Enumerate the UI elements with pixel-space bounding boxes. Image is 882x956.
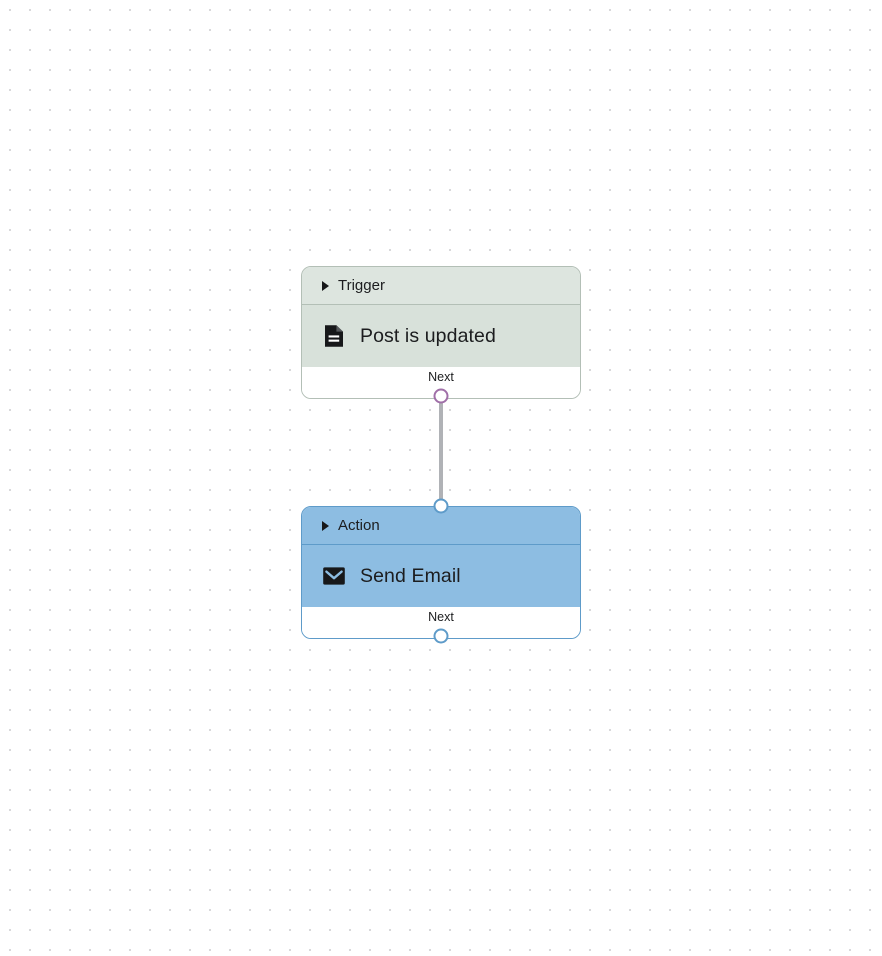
node-trigger-title: Post is updated: [360, 324, 496, 347]
node-action-frame: Action Send Email Next: [301, 506, 581, 639]
node-trigger-body[interactable]: Post is updated: [302, 305, 580, 367]
node-action-next-label: Next: [428, 610, 454, 624]
node-action[interactable]: Action Send Email Next: [301, 498, 581, 644]
node-trigger-footer: Next: [302, 367, 580, 398]
node-action-header-label: Action: [338, 517, 380, 534]
envelope-icon: [322, 564, 346, 588]
node-trigger-next-label: Next: [428, 370, 454, 384]
chevron-right-icon[interactable]: [322, 520, 329, 531]
node-action-body[interactable]: Send Email: [302, 545, 580, 607]
node-trigger-frame: Trigger Post is updated Next: [301, 266, 581, 399]
node-trigger-header[interactable]: Trigger: [302, 267, 580, 305]
document-icon: [322, 324, 346, 348]
chevron-right-icon[interactable]: [322, 280, 329, 291]
port-action-output[interactable]: [433, 628, 449, 644]
port-trigger-output[interactable]: [433, 388, 449, 404]
node-trigger[interactable]: Trigger Post is updated Next: [301, 266, 581, 404]
node-action-title: Send Email: [360, 564, 461, 587]
node-trigger-header-label: Trigger: [338, 277, 385, 294]
port-action-input[interactable]: [433, 498, 449, 514]
